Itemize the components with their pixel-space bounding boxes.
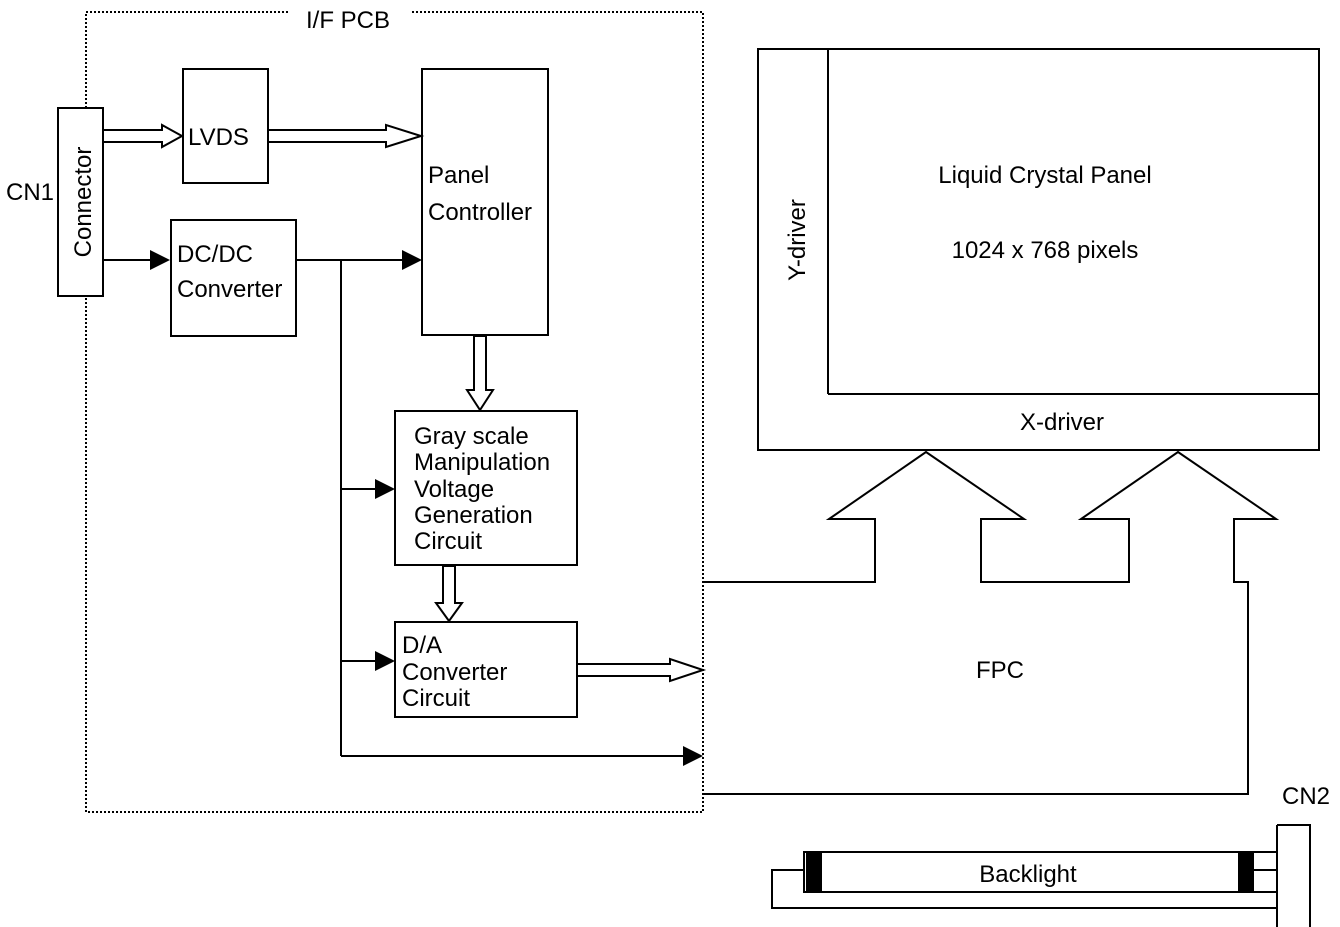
y-driver-label: Y-driver — [784, 199, 811, 281]
gray-scale-label-line2: Manipulation — [414, 449, 550, 476]
lvds-to-controller-arrow — [267, 123, 425, 149]
panel-controller-label-line2: Controller — [428, 199, 532, 226]
x-driver-label: X-driver — [1020, 409, 1104, 436]
power-distribution-lines — [103, 250, 703, 766]
fpc-label: FPC — [976, 657, 1024, 684]
lvds-label: LVDS — [188, 124, 249, 151]
controller-to-grayscale-arrow — [465, 335, 495, 412]
lcd-panel-resolution: 1024 x 768 pixels — [952, 237, 1139, 264]
da-converter-label-line1: D/A — [402, 632, 442, 659]
fpc-outline — [703, 450, 1280, 795]
dcdc-converter-box — [170, 219, 297, 337]
panel-controller-label-line1: Panel — [428, 162, 489, 189]
lcd-panel-title: Liquid Crystal Panel — [938, 162, 1151, 189]
da-converter-label-line2: Converter — [402, 659, 507, 686]
cn1-label: CN1 — [6, 179, 54, 206]
gray-scale-label-line3: Voltage — [414, 476, 494, 503]
gray-scale-label-line4: Generation — [414, 502, 533, 529]
cn2-label: CN2 — [1282, 783, 1330, 810]
lcd-module-outline — [757, 48, 1320, 451]
gray-scale-label-line1: Gray scale — [414, 423, 529, 450]
grayscale-to-da-arrow — [434, 565, 464, 623]
dcdc-label-line1: DC/DC — [177, 241, 253, 268]
da-converter-box — [394, 621, 578, 718]
gray-scale-circuit-box — [394, 410, 578, 566]
backlight-label: Backlight — [979, 861, 1077, 888]
connector-to-lvds-arrow — [102, 123, 185, 149]
gray-scale-label-line5: Circuit — [414, 528, 482, 555]
connector-label: Connector — [70, 147, 97, 258]
da-to-fpc-arrow — [576, 657, 707, 683]
connector-box — [57, 107, 104, 297]
if-pcb-title: I/F PCB — [306, 7, 390, 34]
if-pcb-boundary — [85, 11, 704, 813]
dcdc-label-line2: Converter — [177, 276, 282, 303]
da-converter-label-line3: Circuit — [402, 685, 470, 712]
lvds-box — [182, 68, 269, 184]
backlight-assembly — [771, 824, 1311, 927]
